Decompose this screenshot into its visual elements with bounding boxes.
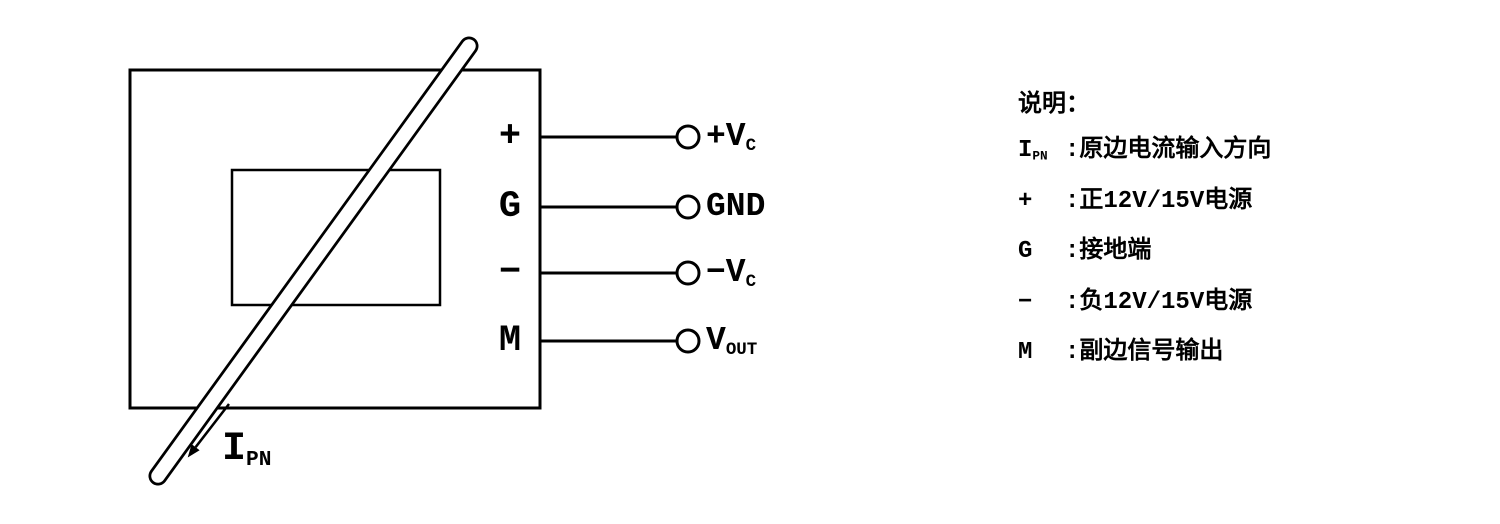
legend-item-ipn: IPN :原边电流输入方向 xyxy=(1018,128,1271,179)
pin-label-main: V xyxy=(706,322,726,359)
legend-text: :副边信号输出 xyxy=(1065,339,1224,367)
pin-label-vout: VOUT xyxy=(706,324,757,359)
pin-label-main: −V xyxy=(706,254,746,291)
pin-label-main: +V xyxy=(706,118,746,155)
legend-text: :负12V/15V电源 xyxy=(1065,288,1253,316)
legend-symbol: G xyxy=(1018,238,1033,266)
primary-conductor-core xyxy=(151,39,476,483)
legend-text: :原边电流输入方向 xyxy=(1065,137,1272,164)
terminal-symbol-minus: − xyxy=(498,252,522,294)
legend-item-g: G :接地端 xyxy=(1018,229,1271,280)
current-direction-arrow-shaft xyxy=(194,403,230,448)
pin-label-vc-plus: +VC xyxy=(706,120,756,155)
legend-symbol: IPN xyxy=(1018,137,1048,164)
terminal-pin-circle-minus xyxy=(675,260,701,286)
legend-text: :接地端 xyxy=(1065,238,1152,266)
terminal-pin-circle-plus xyxy=(675,124,701,150)
legend-item-m: M :副边信号输出 xyxy=(1018,330,1271,381)
pin-label-vc-minus: −VC xyxy=(706,256,756,291)
terminal-pin-circle-gnd xyxy=(675,194,701,220)
primary-current-label-sub: PN xyxy=(246,447,272,472)
legend-item-plus: + :正12V/15V电源 xyxy=(1018,179,1271,230)
current-direction-arrowhead xyxy=(187,444,200,458)
pin-label-gnd: GND xyxy=(706,190,765,225)
terminal-symbol-m: M xyxy=(498,320,522,362)
pin-label-sub: C xyxy=(745,135,757,156)
legend-symbol: + xyxy=(1018,187,1033,215)
legend: 说明： IPN :原边电流输入方向 + :正12V/15V电源 G :接地端 − :负1… xyxy=(1018,83,1271,381)
pin-label-sub: OUT xyxy=(725,339,758,360)
legend-symbol: − xyxy=(1018,288,1033,316)
pin-label-main: GND xyxy=(706,188,766,225)
terminal-symbol-plus: + xyxy=(498,116,522,158)
legend-heading: 说明： xyxy=(1018,92,1090,119)
primary-current-label: IPN xyxy=(222,430,271,471)
legend-text: :正12V/15V电源 xyxy=(1065,187,1253,215)
legend-symbol: M xyxy=(1018,339,1033,367)
primary-current-label-main: I xyxy=(222,427,247,472)
legend-item-minus: − :负12V/15V电源 xyxy=(1018,280,1271,331)
terminal-pin-circle-m xyxy=(675,328,701,354)
pin-label-sub: C xyxy=(745,271,757,292)
terminal-symbol-gnd: G xyxy=(498,186,522,228)
